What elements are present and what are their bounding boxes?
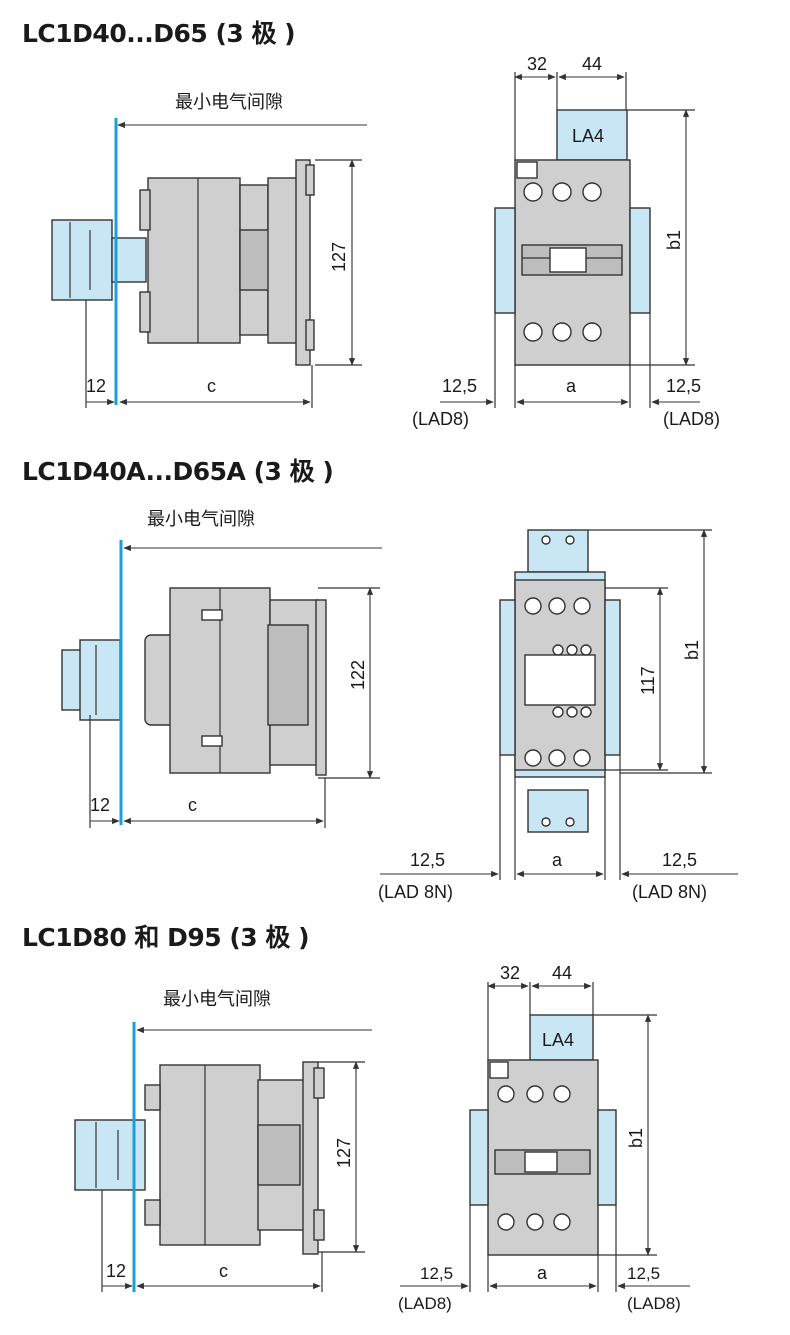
la4-module-1 [556,109,628,161]
width-dim-3: a [537,1263,548,1283]
side-addon-right-3 [597,1109,617,1206]
section-3-title: LC1D80 和 D95 (3 极 ) [22,923,310,952]
height-dim-3: 127 [334,1138,354,1168]
bottom-addon-2 [527,789,589,833]
inner-height-dim-2: 117 [638,666,658,695]
left-ext-2: 12,5 [410,850,445,870]
contactor-body-side-3 [159,1064,261,1246]
side-addon-right-2 [604,599,621,756]
depth-dim-1: c [207,376,216,396]
side-addon-left-3 [469,1109,489,1206]
top-addon-2 [527,529,589,573]
top-right-dim-3: 44 [552,963,572,983]
section-3-side-view: 最小电气间隙 127 12 c [74,989,372,1292]
b1-dim-2: b1 [682,640,702,660]
depth-dim-2: c [188,795,197,815]
la4-label-3: LA4 [542,1030,574,1050]
clearance-label-3: 最小电气间隙 [163,989,271,1009]
height-dim-2: 122 [348,660,368,690]
offset-dim-2: 12 [90,795,110,815]
right-ext-note-1: (LAD8) [663,409,720,429]
side-addon-left-2 [499,599,516,756]
side-addon-left-1 [494,207,516,314]
section-2-title: LC1D40A...D65A (3 极 ) [22,457,334,486]
depth-dim-3: c [219,1261,228,1281]
clearance-label-1: 最小电气间隙 [175,92,283,112]
top-left-dim-3: 32 [500,963,520,983]
section-1-side-view: 最小电气间隙 127 12 c [51,92,367,408]
right-ext-2: 12,5 [662,850,697,870]
la4-label-1: LA4 [572,126,604,146]
section-1-title: LC1D40...D65 (3 极 ) [22,19,296,48]
clearance-label-2: 最小电气间隙 [147,509,255,529]
b1-dim-1: b1 [664,230,684,250]
right-ext-note-3: (LAD8) [627,1294,681,1313]
contactor-body-side-1 [147,177,241,344]
left-ext-note-2: (LAD 8N) [378,882,453,902]
left-ext-note-3: (LAD8) [398,1294,452,1313]
right-ext-1: 12,5 [666,376,701,396]
offset-dim-3: 12 [106,1261,126,1281]
section-2-side-view: 最小电气间隙 122 12 c [61,509,382,828]
right-ext-3: 12,5 [627,1264,660,1283]
left-ext-1: 12,5 [442,376,477,396]
front-accessory-1 [51,219,113,301]
la4-module-3 [529,1014,594,1061]
left-ext-3: 12,5 [420,1264,453,1283]
top-left-dim-1: 32 [527,54,547,74]
section-3-front-view: 32 44 LA4 b1 12,5 (LAD8) a 12,5 (LAD8) [398,963,690,1313]
b1-dim-3: b1 [626,1128,646,1148]
offset-dim-1: 12 [86,376,106,396]
width-dim-2: a [552,850,563,870]
right-ext-note-2: (LAD 8N) [632,882,707,902]
section-1-front-view: 32 44 LA4 b1 12,5 (LAD8) a 12,5 (LAD8) [412,54,720,429]
top-right-dim-1: 44 [582,54,602,74]
section-2-front-view: 117 b1 12,5 (LAD 8N) a 12,5 (LAD 8N) [378,529,738,902]
height-dim-1: 127 [329,242,349,272]
width-dim-1: a [566,376,577,396]
left-ext-note-1: (LAD8) [412,409,469,429]
side-addon-right-1 [629,207,651,314]
